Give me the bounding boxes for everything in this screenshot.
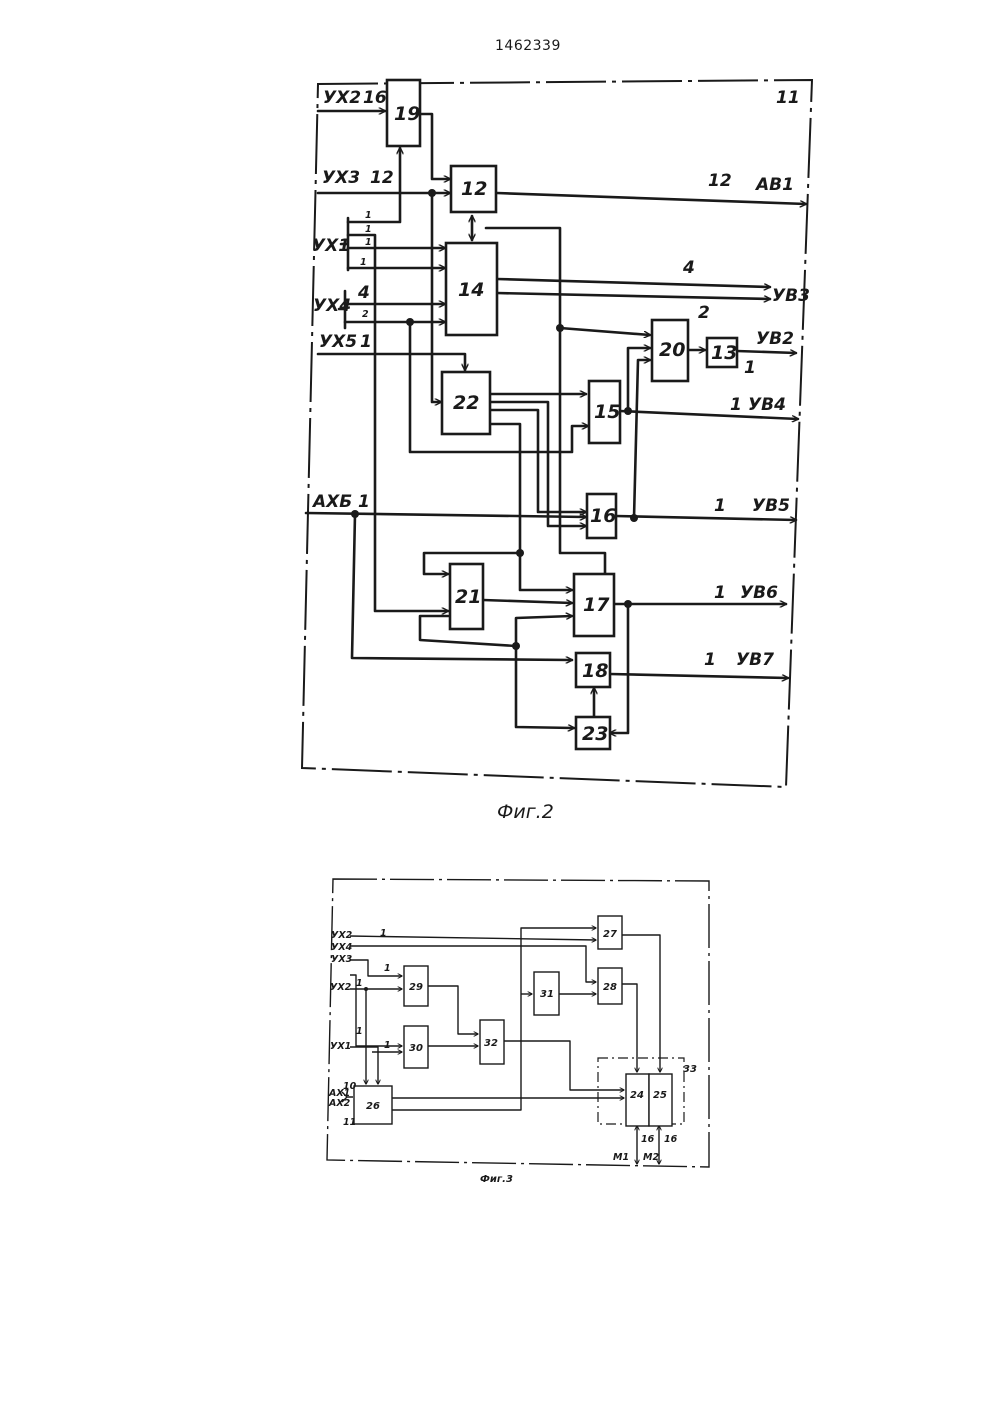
- input-ux1-width-3: 1: [365, 237, 372, 248]
- block-18-label: 18: [582, 660, 608, 682]
- block-32-label: 32: [484, 1038, 498, 1049]
- fig3-input-ux2-width: 1: [380, 928, 387, 939]
- output-uv3-label: УВ3: [772, 286, 810, 306]
- fig3-input-ux2b-label: УХ2: [330, 982, 352, 993]
- block-25-label: 25: [653, 1090, 667, 1101]
- block-28-label: 28: [603, 982, 617, 993]
- fig3-caption: Фиг.3: [480, 1174, 513, 1185]
- output-uv6-width: 1: [714, 583, 726, 603]
- output-uv3-width: 4: [682, 258, 695, 278]
- block-14-label: 14: [458, 279, 484, 301]
- input-ux2-width: 16: [363, 88, 387, 108]
- block-13-label: 13: [711, 342, 737, 364]
- input-ux1-width-4: 1: [360, 257, 367, 268]
- block-30-label: 30: [409, 1043, 423, 1054]
- block-23-label: 23: [582, 723, 608, 745]
- output-uv3-width-2: 2: [698, 303, 710, 323]
- fig3-bus-1-width: 16: [641, 1134, 655, 1145]
- output-av1-width: 12: [708, 171, 732, 191]
- block-15-label: 15: [594, 401, 620, 423]
- block-16-label: 16: [590, 505, 616, 527]
- block-24-label: 24: [630, 1090, 644, 1101]
- input-ux3-label: УХ3: [322, 168, 360, 188]
- block-19-label: 19: [394, 103, 420, 125]
- output-av1-label: АВ1: [754, 175, 794, 195]
- fig3-bus-2-width: 16: [664, 1134, 678, 1145]
- fig3-output-m1: М1: [613, 1152, 629, 1163]
- figure-3: 33 27 28: [327, 879, 709, 1185]
- input-ux4-width-2: 2: [362, 309, 369, 320]
- block-27-label: 27: [603, 929, 617, 940]
- output-uv7-label: УВ7: [736, 650, 774, 670]
- block-12-label: 12: [461, 178, 487, 200]
- output-uv4-width: 1: [730, 395, 742, 415]
- fig3-input-ux1-label: УХ1: [330, 1041, 351, 1052]
- fig3-input-width: 1: [356, 1026, 363, 1037]
- output-uv6-label: УВ6: [740, 583, 778, 603]
- fig2-caption: Фиг.2: [497, 801, 554, 823]
- fig3-input-ux3-width: 1: [384, 963, 391, 974]
- output-uv4-label: УВ4: [748, 395, 786, 415]
- fig3-input-ux2-label: УХ2: [331, 930, 353, 941]
- block-22-label: 22: [453, 392, 479, 414]
- output-uv2-label: УВ2: [756, 329, 794, 349]
- input-ux4-width-1: 4: [357, 283, 370, 303]
- input-ux1-label: УХ1: [312, 236, 350, 256]
- patent-number: 1462339: [495, 38, 561, 54]
- block-17-label: 17: [583, 594, 610, 616]
- fig3-input-ax2-label: АХ2: [328, 1098, 351, 1109]
- block-26-label: 26: [366, 1101, 380, 1112]
- fig3-input-ux2b-width: 1: [356, 978, 363, 989]
- fig2-wires: [306, 111, 806, 733]
- fig2-frame-label: 11: [776, 88, 800, 108]
- input-ux5-width: 1: [360, 332, 372, 352]
- fig3-input-ux3-label: УХ3: [331, 954, 353, 965]
- figure-2: 11: [302, 80, 812, 823]
- fig3-frame-label: 33: [683, 1064, 697, 1075]
- input-ux1-width-1: 1: [365, 210, 372, 221]
- block-29-label: 29: [409, 982, 423, 993]
- block-21-label: 21: [455, 586, 481, 608]
- input-ux4-label: УХ4: [313, 296, 351, 316]
- fig3-input-ax2-width: 11: [343, 1117, 356, 1128]
- output-uv5-width: 1: [714, 496, 726, 516]
- block-20-label: 20: [659, 339, 685, 361]
- input-ux1-width-2: 1: [365, 224, 372, 235]
- input-ax6-width: 1: [358, 492, 370, 512]
- input-ux2-label: УХ2: [323, 88, 361, 108]
- block-31-label: 31: [540, 989, 554, 1000]
- input-ux3-width: 12: [370, 168, 394, 188]
- input-ax6-label: АХБ: [311, 492, 352, 512]
- fig3-input-ux1-width: 1: [384, 1040, 391, 1051]
- input-ux5-label: УХ5: [319, 332, 357, 352]
- output-uv5-label: УВ5: [752, 496, 790, 516]
- fig3-output-m2: М2: [643, 1152, 659, 1163]
- output-uv2-width: 1: [744, 358, 756, 378]
- output-uv7-width: 1: [704, 650, 716, 670]
- fig3-input-ux4-label: УХ4: [331, 942, 353, 953]
